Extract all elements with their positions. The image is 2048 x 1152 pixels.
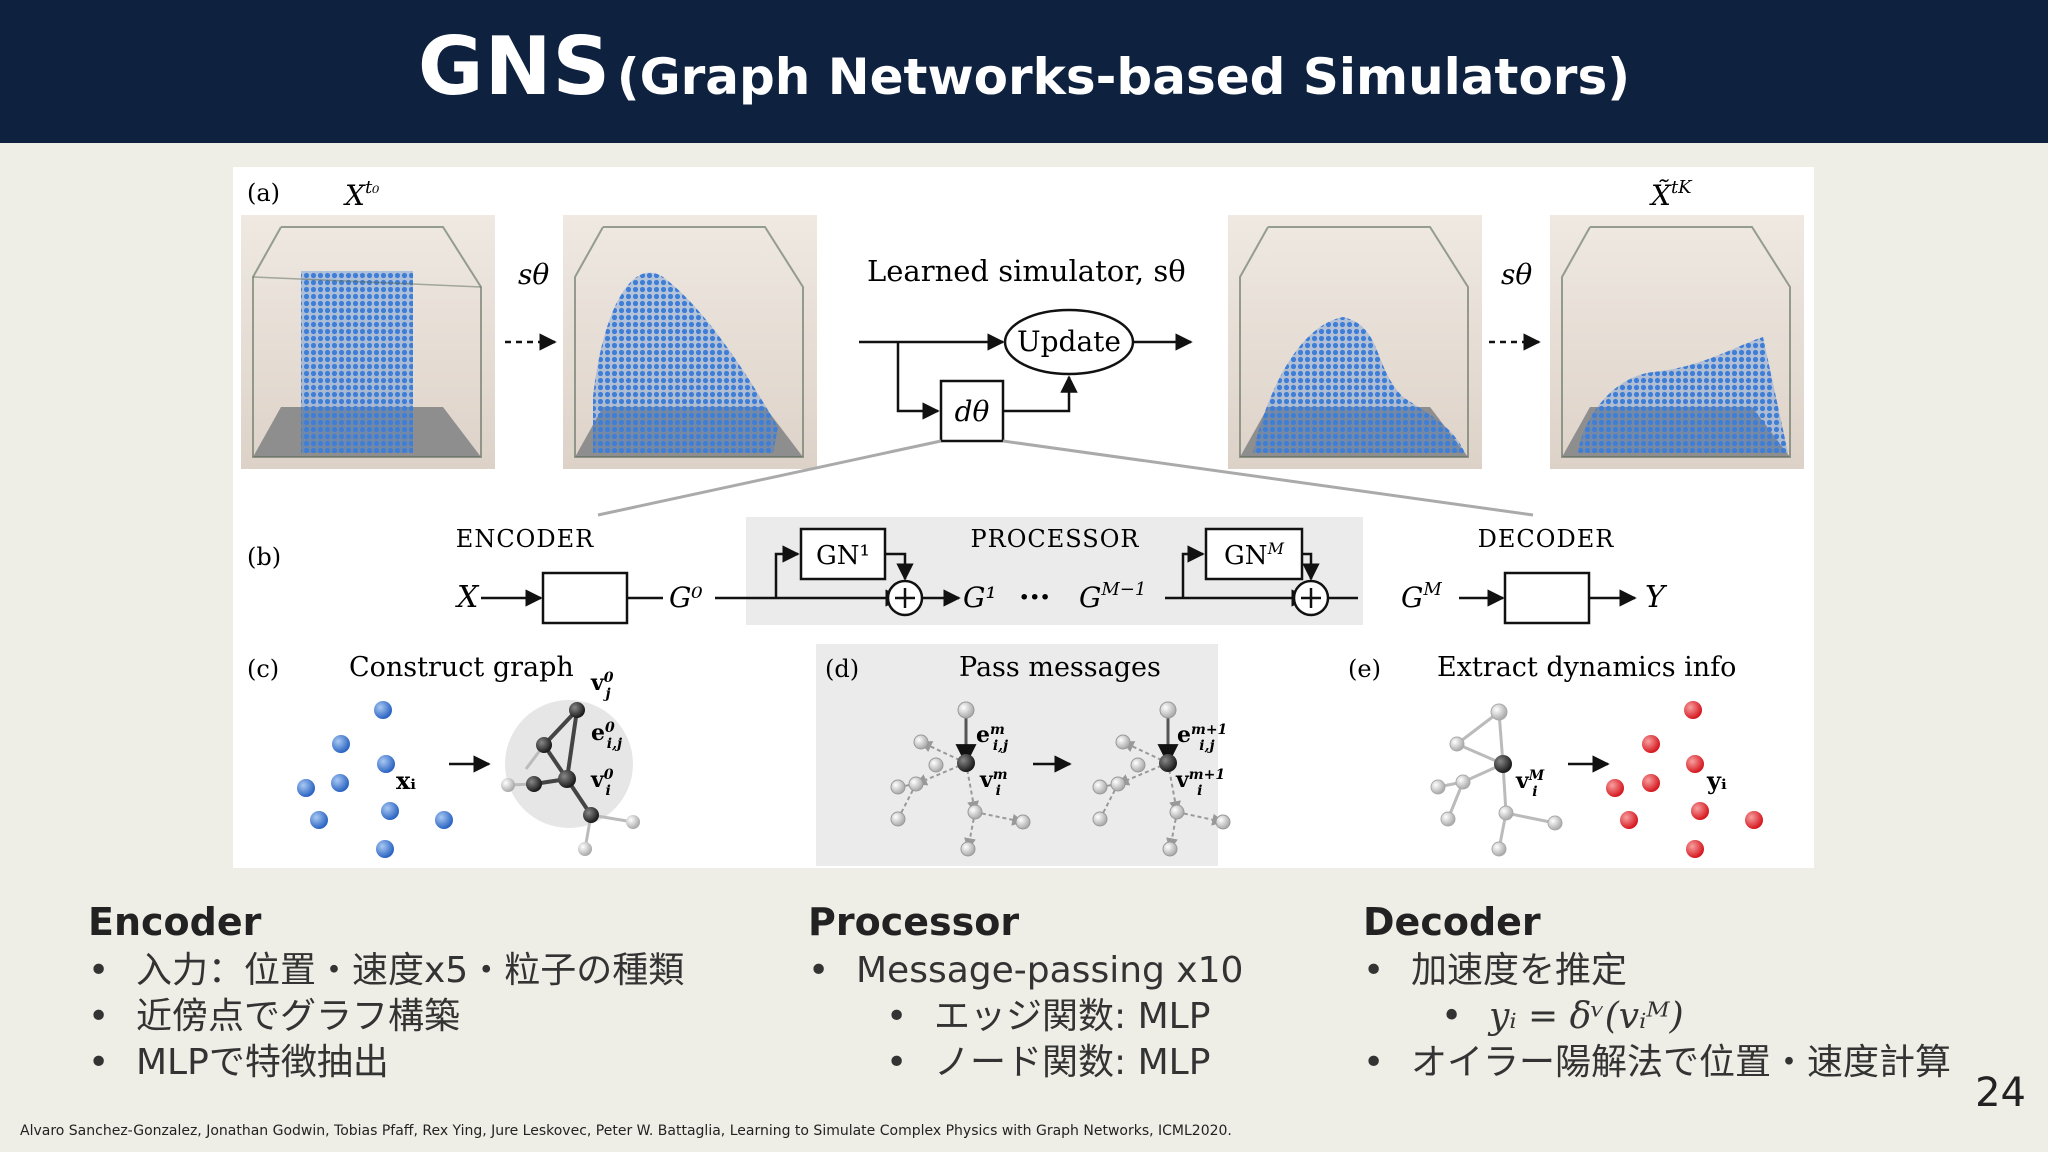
list-item: 近傍点でグラフ構築	[88, 994, 684, 1040]
label-a: (a)	[247, 179, 280, 207]
title-main: GNS	[417, 20, 612, 113]
decoder-formula: yᵢ = δᵛ(vᵢᴹ)	[1363, 994, 1951, 1040]
gns-figure: (a) Xt₀ X̃tK sθ Learned simulator, sθ Up…	[233, 167, 1814, 868]
fluid-box-initial	[241, 215, 495, 469]
ellipsis-dots: ···	[1019, 580, 1050, 615]
x-t0-label: Xt₀	[343, 177, 379, 212]
encoder-section: Encoder 入力：位置・速度x5・粒子の種類 近傍点でグラフ構築 MLPで特…	[88, 900, 684, 1086]
yi-label: yᵢ	[1706, 766, 1727, 795]
encoder-list: 入力：位置・速度x5・粒子の種類 近傍点でグラフ構築 MLPで特徴抽出	[88, 948, 684, 1086]
y-output-label: Y	[1645, 580, 1668, 615]
decoder-graph	[1430, 703, 1563, 857]
processor-heading: Processor	[808, 900, 1020, 944]
gm-minus1-label: GM−1	[1079, 579, 1146, 614]
list-subitem: エッジ関数: MLP	[808, 994, 1243, 1040]
decoder-section: Decoder 加速度を推定 yᵢ = δᵛ(vᵢᴹ) オイラー陽解法で位置・速…	[1363, 900, 1951, 1086]
decoder-label: DECODER	[1478, 525, 1615, 553]
gnm-box	[1204, 527, 1304, 581]
message-graph-after	[1092, 701, 1231, 857]
title-sub: (Graph Networks-based Simulators)	[616, 48, 1631, 106]
extract-dynamics-title: Extract dynamics info	[1437, 652, 1736, 683]
gn1-label: GN¹	[816, 541, 870, 571]
decoder-box	[1503, 571, 1591, 625]
particles-red	[1606, 701, 1763, 858]
update-label: Update	[1017, 325, 1121, 358]
label-b: (b)	[247, 543, 281, 571]
pass-messages-panel	[816, 644, 1218, 866]
label-c: (c)	[247, 655, 279, 683]
d-theta-box	[939, 379, 1005, 443]
xi-label: xᵢ	[396, 766, 416, 795]
processor-label: PROCESSOR	[971, 525, 1140, 553]
construct-graph-title: Construct graph	[349, 652, 574, 683]
gn1-box	[799, 527, 887, 581]
slide-header: GNS (Graph Networks-based Simulators)	[0, 0, 2048, 143]
list-subitem: ノード関数: MLP	[808, 1040, 1243, 1086]
slide-title: GNS (Graph Networks-based Simulators)	[0, 20, 2048, 113]
fluid-box-step1	[563, 215, 817, 469]
label-d: (d)	[825, 655, 859, 683]
list-item: 加速度を推定	[1363, 948, 1951, 994]
list-item: オイラー陽解法で位置・速度計算	[1363, 1040, 1951, 1086]
list-item: 入力：位置・速度x5・粒子の種類	[88, 948, 684, 994]
decoder-list: 加速度を推定 yᵢ = δᵛ(vᵢᴹ) オイラー陽解法で位置・速度計算	[1363, 948, 1951, 1086]
list-item: MLPで特徴抽出	[88, 1040, 684, 1086]
particles-blue	[297, 701, 453, 858]
g0-label: G⁰	[669, 581, 703, 614]
pass-messages-title: Pass messages	[959, 652, 1161, 683]
d-theta-label: dθ	[955, 395, 990, 428]
gnm-label: GNM	[1224, 539, 1285, 571]
s-theta-2: sθ	[1501, 258, 1532, 291]
s-theta-1: sθ	[518, 258, 549, 291]
fluid-box-final	[1550, 215, 1804, 469]
decoder-heading: Decoder	[1363, 900, 1541, 944]
x-input-label: X	[455, 580, 480, 615]
constructed-graph	[501, 700, 640, 856]
processor-list: Message-passing x10 エッジ関数: MLP ノード関数: ML…	[808, 948, 1243, 1086]
learned-simulator-label: Learned simulator, sθ	[867, 254, 1186, 288]
list-item: Message-passing x10	[808, 948, 1243, 994]
page-number: 24	[1975, 1070, 2026, 1116]
encoder-label: ENCODER	[456, 525, 594, 553]
encoder-box	[541, 571, 629, 625]
label-e: (e)	[1348, 655, 1381, 683]
gm-label: GM	[1401, 579, 1442, 614]
g1-label: G¹	[963, 581, 997, 614]
x-tk-label: X̃tK	[1649, 177, 1693, 212]
encoder-heading: Encoder	[88, 900, 262, 944]
message-graph-before	[890, 701, 1031, 857]
citation: Alvaro Sanchez-Gonzalez, Jonathan Godwin…	[20, 1123, 1232, 1139]
fluid-box-step-k-1	[1228, 215, 1482, 469]
processor-section: Processor Message-passing x10 エッジ関数: MLP…	[808, 900, 1243, 1086]
